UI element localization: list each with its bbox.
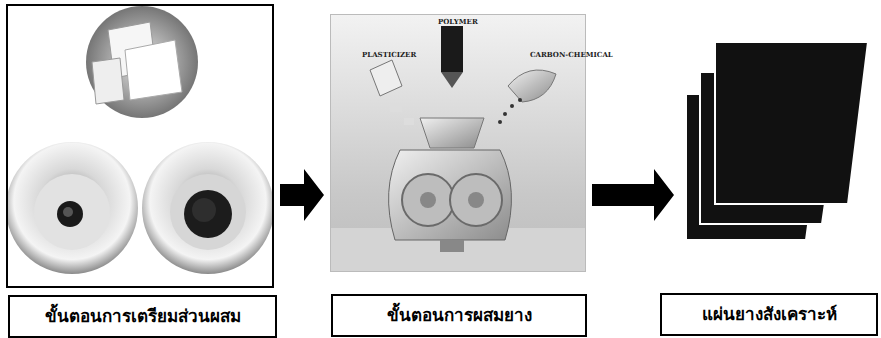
step-caption: แผ่นยางสังเคราะห์ xyxy=(660,293,878,336)
block-arrow xyxy=(280,169,324,221)
ingredient-label: CARBON-CHEMICAL xyxy=(530,50,613,59)
process-panel: ขั้นตอนการเตรียมส่วนผสม xyxy=(6,4,274,288)
ingredient-label: POLYMER xyxy=(438,17,478,26)
rubber-sheets xyxy=(686,42,868,240)
process-panel: แผ่นยางสังเคราะห์ xyxy=(680,30,875,245)
step-caption: ขั้นตอนการผสมยาง xyxy=(331,294,587,337)
step-caption: ขั้นตอนการเตรียมส่วนผสม xyxy=(8,295,277,338)
block-arrow xyxy=(592,169,674,221)
ingredient-photos xyxy=(6,6,274,274)
ingredient-label: PLASTICIZER xyxy=(362,50,416,59)
